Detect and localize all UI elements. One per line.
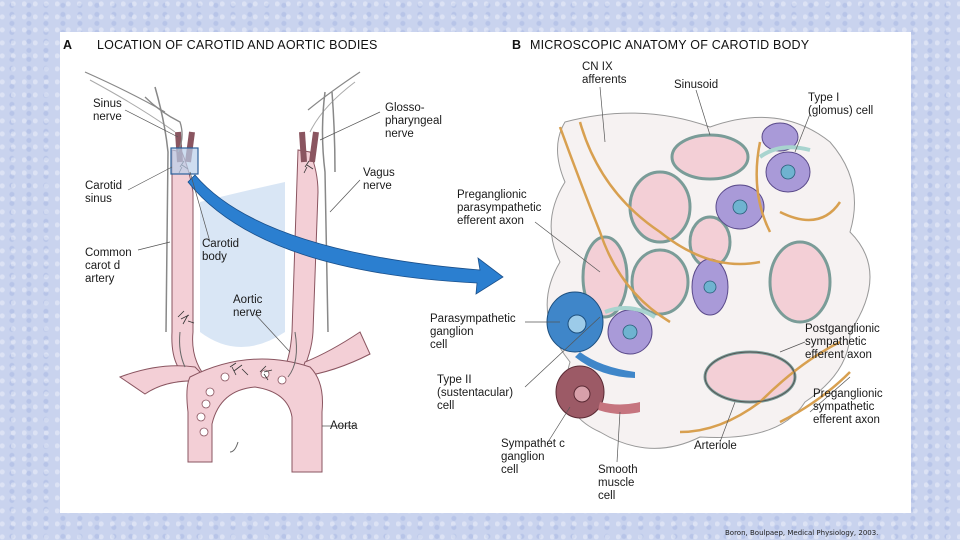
label-preganglionic-parasympathetic: Preganglionic parasympathetic efferent a…	[457, 189, 542, 227]
nerve-fibers	[558, 121, 851, 434]
label-cn-ix-afferents: CN IX afferents	[582, 61, 627, 86]
label-aortic-nerve: Aortic nerve	[233, 294, 263, 319]
label-sinus-nerve: Sinus nerve	[93, 98, 122, 123]
aortic-bodies	[196, 369, 287, 437]
right-common-carotid	[279, 149, 319, 378]
aortic-arch	[186, 358, 323, 473]
type-ii-cells	[604, 145, 811, 319]
label-aorta: Aorta	[330, 420, 358, 432]
right-vagus-nerve	[321, 91, 329, 333]
label-postganglionic-sympathetic: Postganglionic sympathetic efferent axon	[805, 323, 880, 361]
label-type-ii-cell: Type II (sustentacular) cell	[437, 374, 514, 412]
label-type-i-cell: Type I (glomus) cell	[808, 92, 874, 117]
right-glossopharyngeal	[331, 91, 336, 173]
label-carotid-body: Carotid body	[202, 238, 240, 263]
left-vagus-nerve	[154, 86, 169, 333]
label-vagus-nerve: Vagus nerve	[363, 167, 395, 192]
label-common-carotid-artery: Common carot d artery	[85, 247, 132, 285]
figure-panel: A LOCATION OF CAROTID AND AORTIC BODIES …	[60, 32, 911, 513]
label-smooth-muscle-cell: Smooth muscle cell	[598, 464, 638, 502]
panel-a-letter: A	[63, 38, 73, 52]
panel-a-title: LOCATION OF CAROTID AND AORTIC BODIES	[97, 38, 378, 52]
label-sympathetic-ganglion-cell: Sympathet c ganglion cell	[501, 438, 565, 476]
citation: Boron, Boulpaep, Medical Physiology, 200…	[725, 529, 879, 537]
label-carotid-sinus: Carotid sinus	[85, 180, 123, 205]
label-arteriole: Arteriole	[694, 440, 737, 452]
arteriole	[704, 351, 796, 403]
label-preganglionic-sympathetic: Preganglionic sympathetic efferent axon	[813, 388, 883, 426]
panel-b-title: MICROSCOPIC ANATOMY OF CAROTID BODY	[530, 38, 810, 52]
anatomy-illustration	[84, 71, 871, 473]
carotid-body-box	[170, 147, 199, 175]
panel-b-letter: B	[512, 38, 522, 52]
skull-outline-right	[307, 71, 361, 111]
label-glossopharyngeal-nerve: Glosso- pharyngeal nerve	[385, 102, 442, 140]
magnification-arrow	[187, 174, 504, 295]
left-sinus-nerve	[144, 96, 183, 153]
label-parasympathetic-ganglion-cell: Parasympathetic ganglion cell	[430, 313, 516, 351]
smooth-muscle	[598, 402, 640, 415]
label-sinusoid: Sinusoid	[674, 79, 719, 91]
